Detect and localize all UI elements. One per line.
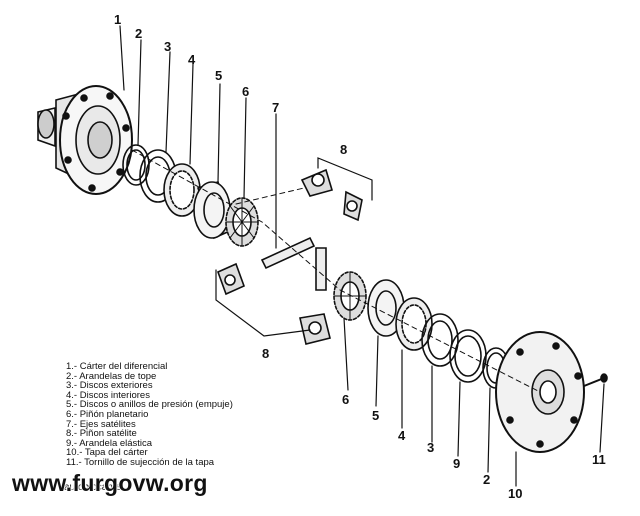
part-label-8-upper: 8 <box>340 142 347 157</box>
part-label-4-upper: 4 <box>188 52 196 67</box>
part-label-1: 1 <box>114 12 121 27</box>
legend-item: 9.- Arandela elástica <box>66 437 153 449</box>
differential-housing <box>37 85 133 195</box>
part-label-6-upper: 6 <box>242 84 249 99</box>
part-label-4-lower: 4 <box>398 428 406 443</box>
cover-screw <box>583 373 608 387</box>
legend-item: 6.- Piñón planetario <box>66 408 149 420</box>
satellite-gear-top <box>300 168 334 197</box>
part-label-3-lower: 3 <box>427 440 434 455</box>
satellite-gear-left <box>216 262 246 296</box>
outer-disc-lower <box>421 313 459 367</box>
legend-item: 2.- Arandelas de tope <box>66 370 157 382</box>
part-label-5-lower: 5 <box>372 408 379 423</box>
satellite-shafts <box>260 236 327 291</box>
legend-item: 11.- Tornillo de sujección de la tapa <box>66 456 215 468</box>
part-label-10: 10 <box>508 486 522 501</box>
satellite-gear-bottom <box>299 313 331 345</box>
planet-gear-lower <box>333 271 367 321</box>
legend-item: 3.- Discos exteriores <box>66 380 153 392</box>
housing-cover <box>495 331 585 453</box>
pressure-ring-upper <box>193 181 233 240</box>
inner-disc-lower <box>395 297 433 351</box>
legend-item: 1.- Cárter del diferencial <box>66 361 168 372</box>
legend-item: 5.- Discos o anillos de presión (empuje) <box>66 399 233 411</box>
part-label-2-lower: 2 <box>483 472 490 487</box>
satellite-gear-right <box>343 190 363 222</box>
legend-item: 4.- Discos interiores <box>66 389 150 401</box>
part-label-3-upper: 3 <box>164 39 171 54</box>
parts-legend: 1.- Cárter del diferencial 2.- Arandelas… <box>66 362 233 468</box>
planet-gear-upper <box>225 197 259 247</box>
part-label-7: 7 <box>272 100 279 115</box>
spring-washer <box>449 329 487 383</box>
legend-item: 8.- Piñon satélite <box>66 428 137 440</box>
part-label-2-upper: 2 <box>135 26 142 41</box>
part-label-5-upper: 5 <box>215 68 222 83</box>
part-label-6-lower: 6 <box>342 392 349 407</box>
part-label-11: 11 <box>592 452 606 467</box>
site-watermark: www.furgovw.org <box>12 470 208 496</box>
part-number-labels: 1 2 3 4 5 6 7 8 8 6 5 4 3 9 2 10 11 <box>114 12 606 501</box>
part-label-8-lower: 8 <box>262 346 269 361</box>
legend-item: 10.- Tapa del cárter <box>66 447 148 459</box>
legend-item: 7.- Ejes satélites <box>66 418 136 430</box>
part-label-9: 9 <box>453 456 460 471</box>
thrust-washer-upper <box>122 144 150 186</box>
diagram-caption: autoblocante <box>64 482 122 493</box>
